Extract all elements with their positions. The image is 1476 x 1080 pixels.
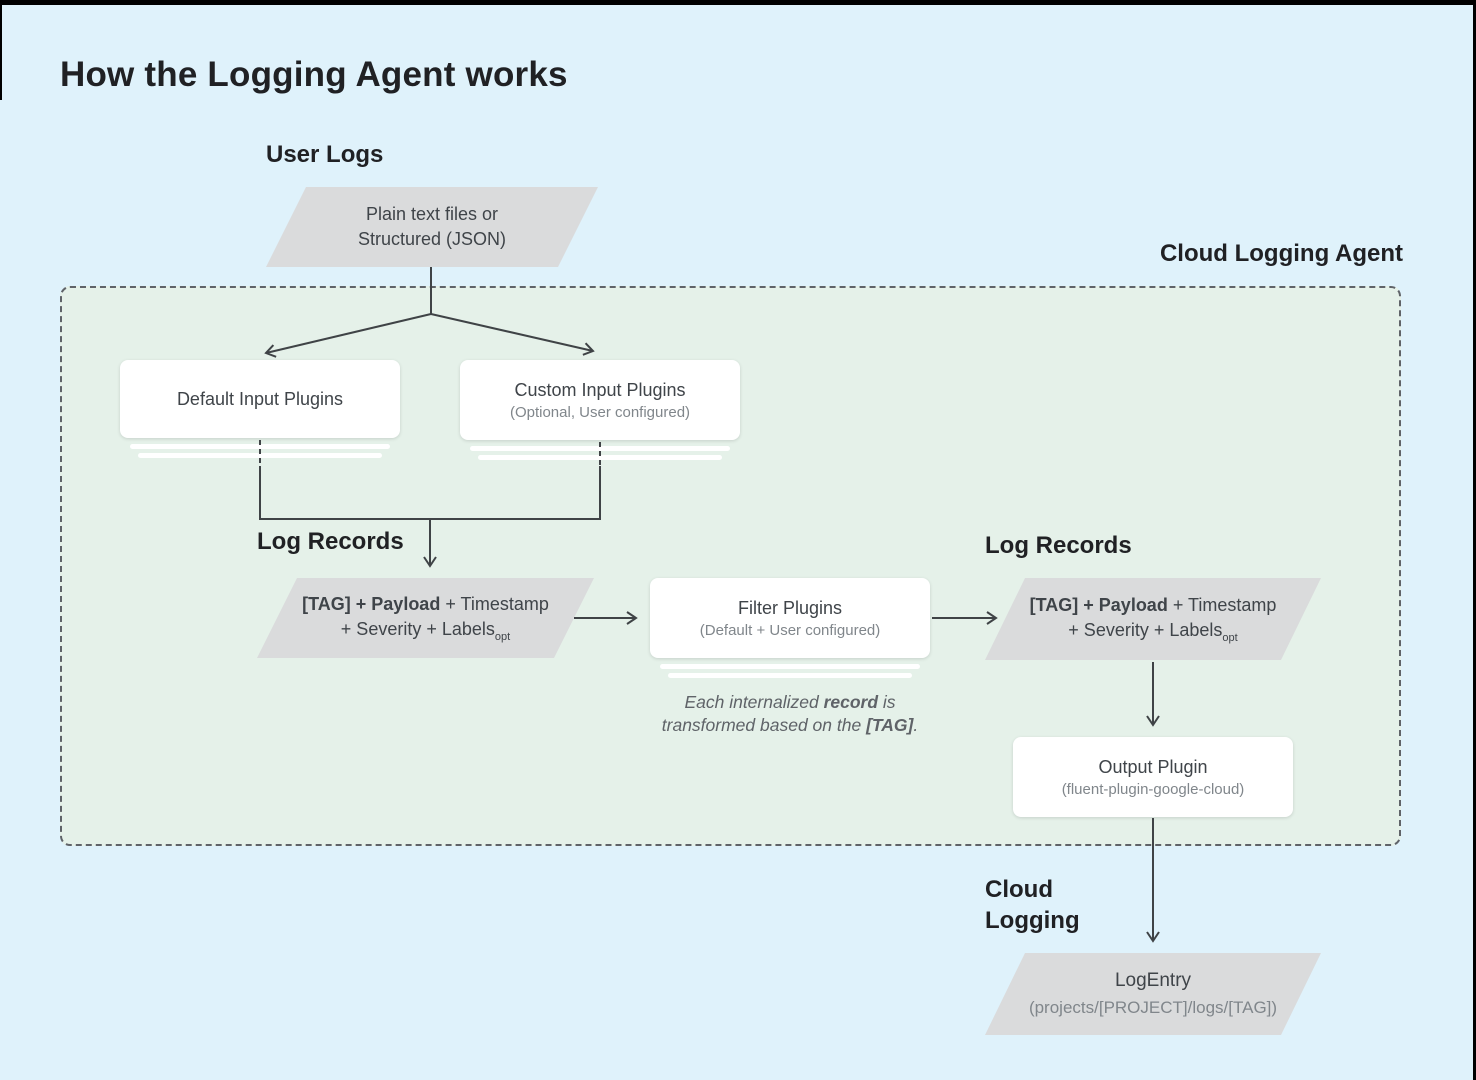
- stack-line: [660, 664, 920, 669]
- stack-line: [130, 444, 390, 449]
- node-default-input-title: Default Input Plugins: [176, 388, 344, 409]
- node-user-logs-line2: Structured (JSON): [357, 229, 507, 249]
- node-log-record-left-line2: + Severity + Labelsopt: [340, 618, 511, 643]
- node-output-subtitle: (fluent-plugin-google-cloud): [1061, 780, 1245, 798]
- window-edge-left: [0, 0, 2, 100]
- node-output-title: Output Plugin: [1098, 756, 1208, 777]
- node-log-entry: LogEntry (projects/[PROJECT]/logs/[TAG]): [985, 953, 1321, 1035]
- label-user-logs: User Logs: [266, 141, 384, 168]
- stack-line: [668, 673, 912, 678]
- stack-line: [138, 453, 382, 458]
- label-cloud-logging: Cloud Logging: [985, 876, 1080, 934]
- label-cloud-logging-agent: Cloud Logging Agent: [1159, 240, 1403, 267]
- filter-note: Each internalized record is transformed …: [615, 691, 965, 737]
- node-custom-input-title: Custom Input Plugins: [514, 379, 686, 400]
- node-log-record-right: [TAG] + Payload + Timestamp + Severity +…: [985, 578, 1321, 660]
- stack-line: [478, 455, 722, 460]
- node-user-logs-line1: Plain text files or: [365, 204, 499, 224]
- node-log-record-left: [TAG] + Payload + Timestamp + Severity +…: [257, 578, 594, 658]
- node-log-entry-subtitle: (projects/[PROJECT]/logs/[TAG]): [1028, 998, 1278, 1017]
- node-log-record-left-line1: [TAG] + Payload + Timestamp: [302, 593, 549, 614]
- page-title: How the Logging Agent works: [60, 55, 568, 94]
- node-default-input-plugins: Default Input Plugins: [120, 360, 400, 438]
- node-log-record-right-line2: + Severity + Labelsopt: [1068, 619, 1238, 644]
- node-custom-input-plugins: Custom Input Plugins (Optional, User con…: [460, 360, 740, 440]
- node-filter-title: Filter Plugins: [737, 597, 843, 618]
- node-user-logs-input: Plain text files or Structured (JSON): [266, 187, 598, 267]
- stack-line: [470, 446, 730, 451]
- node-filter-plugins: Filter Plugins (Default + User configure…: [650, 578, 930, 658]
- window-edge-right: [1473, 0, 1476, 1080]
- filter-note-line1: Each internalized record is: [684, 692, 896, 712]
- node-filter-subtitle: (Default + User configured): [699, 621, 881, 639]
- filter-note-line2: transformed based on the [TAG].: [661, 715, 919, 735]
- window-edge-top: [0, 0, 1476, 5]
- label-log-records-right: Log Records: [985, 532, 1132, 559]
- label-log-records-left: Log Records: [257, 528, 404, 555]
- node-custom-input-subtitle: (Optional, User configured): [509, 403, 691, 421]
- node-output-plugin: Output Plugin (fluent-plugin-google-clou…: [1013, 737, 1293, 817]
- node-log-record-right-line1: [TAG] + Payload + Timestamp: [1029, 594, 1277, 615]
- node-log-entry-title: LogEntry: [1114, 970, 1192, 991]
